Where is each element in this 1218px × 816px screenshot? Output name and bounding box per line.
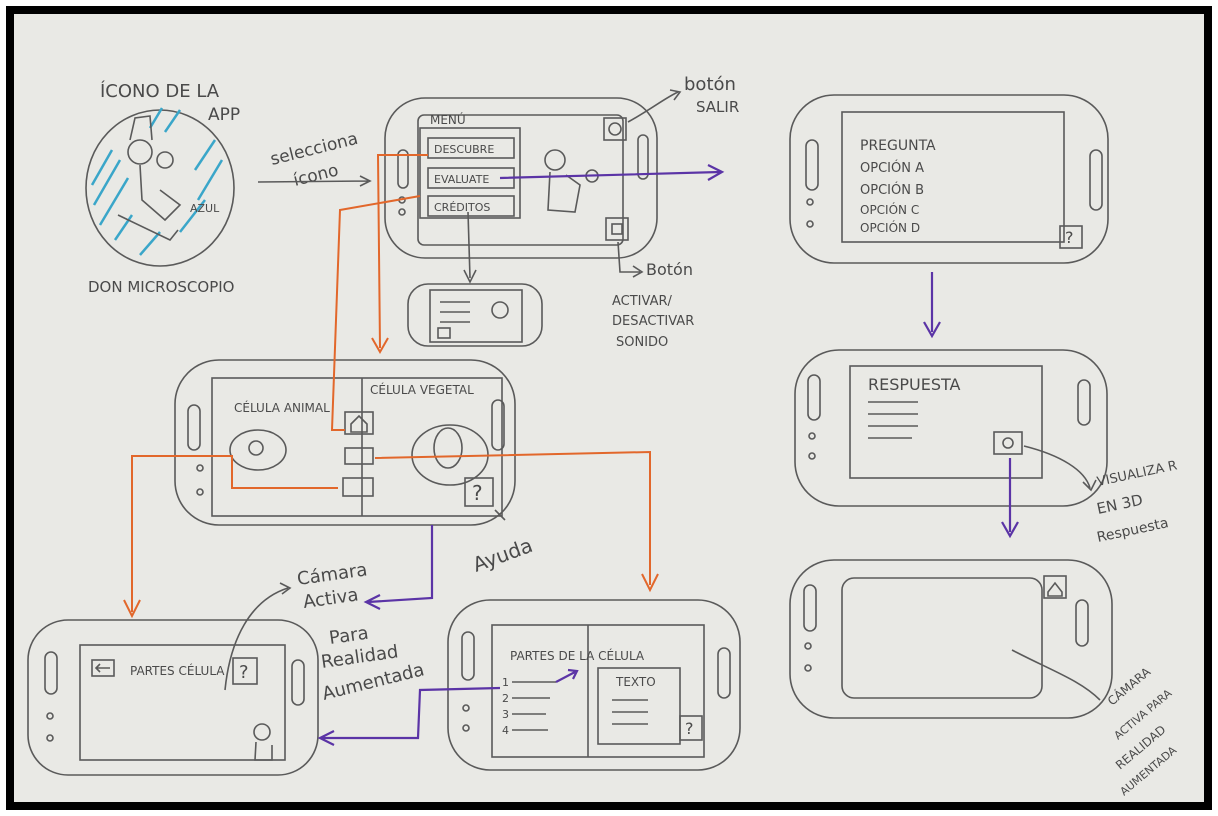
svg-text:?: ? (1065, 228, 1074, 247)
microscope-mascot-icon (117, 115, 182, 241)
view3d-note-line1: VISUALIZA R (1096, 458, 1179, 490)
app-icon-group: ÍCONO DE LA APP AZUL DON MICROSCOPIO (85, 80, 240, 296)
mascot-icon-small (253, 723, 273, 761)
svg-text:?: ? (472, 481, 483, 505)
ar-camera-screen: PARTES CÉLULA ? (27, 619, 319, 776)
purple-flow-arrows (317, 164, 725, 746)
cell-parts-screen: PARTES DE LA CÉLULA 1 2 3 4 TEXTO ? (447, 599, 741, 771)
svg-text:CRÉDITOS: CRÉDITOS (434, 201, 490, 214)
orange-flow-arrows (123, 154, 659, 619)
app-icon-circle (85, 109, 235, 267)
help-button[interactable]: ? (464, 477, 494, 507)
quiz-option-a[interactable]: OPCIÓN A (860, 160, 924, 176)
svg-text:?: ? (685, 719, 694, 738)
ar-help-button[interactable]: ? (232, 657, 258, 685)
back-button[interactable] (91, 659, 115, 677)
ar-screen-title: PARTES CÉLULA (130, 663, 225, 678)
menu-screen: MENÚ DESCUBRE EVALUATE CRÉDITOS (384, 97, 658, 259)
svg-text:DESCUBRE: DESCUBRE (434, 143, 494, 156)
select-arrow (257, 175, 372, 187)
home-icon (437, 327, 451, 339)
camera-note-line1: Cámara (296, 559, 369, 590)
text-box-label: TEXTO (615, 675, 656, 689)
sound-toggle-button[interactable] (605, 217, 629, 241)
part-number-4: 4 (502, 724, 509, 737)
camera-note-arrow (224, 582, 292, 691)
home-button[interactable] (344, 411, 374, 435)
answer-title: RESPUESTA (868, 375, 961, 394)
part-number-3: 3 (502, 708, 509, 721)
ar-3d-screen (789, 559, 1113, 719)
ar-camera-button[interactable] (342, 477, 374, 497)
help-note: Ayuda (470, 533, 536, 577)
svg-text:?: ? (239, 662, 249, 683)
sound-note-line4: SONIDO (616, 335, 668, 350)
credits-screen (407, 283, 543, 347)
power-icon (608, 122, 622, 136)
sound-note-line2: ACTIVAR/ (612, 294, 673, 309)
sound-note-line1: Botón (646, 260, 693, 279)
text-box (597, 667, 681, 745)
app-icon-title-2: APP (208, 105, 240, 125)
app-icon-caption: DON MICROSCOPIO (88, 278, 235, 296)
plant-cell-label: CÉLULA VEGETAL (370, 382, 474, 397)
quiz-question: PREGUNTA (860, 138, 936, 154)
answer-screen: RESPUESTA (794, 349, 1108, 507)
quiz-screen: PREGUNTA OPCIÓN A OPCIÓN B OPCIÓN C OPCI… (789, 94, 1109, 264)
quiz-help-button[interactable]: ? (1059, 225, 1083, 249)
camera-note-line3: Para (328, 623, 370, 649)
house-icon (1047, 581, 1063, 597)
menu-item-descubre[interactable]: DESCUBRE (427, 137, 515, 159)
camera-note-line2: Activa (302, 584, 360, 613)
menu-item-creditos[interactable]: CRÉDITOS (427, 195, 515, 217)
view3d-note-line3: Respuesta (1096, 515, 1170, 546)
animal-cell-icon (229, 429, 287, 471)
azul-note: AZUL (190, 202, 220, 215)
discover-screen: CÉLULA ANIMAL CÉLULA VEGETAL ? (174, 359, 516, 526)
part-number-1: 1 (502, 676, 509, 689)
mascot-icon (544, 149, 599, 213)
view3d-note-arrow (1023, 445, 1097, 492)
exit-note-line2: SALIR (696, 98, 739, 116)
exit-note-line1: botón (684, 74, 736, 95)
hatch-lines (90, 107, 224, 256)
select-icon-label-2: ícono (291, 160, 340, 190)
ar-home-button[interactable] (1043, 575, 1067, 599)
quiz-option-b[interactable]: OPCIÓN B (860, 182, 924, 198)
book-button[interactable] (344, 447, 374, 465)
phone-screen (417, 114, 624, 246)
animal-cell-label: CÉLULA ANIMAL (234, 400, 330, 415)
parts-help-button[interactable]: ? (679, 715, 703, 741)
speaker-icon (611, 223, 623, 235)
cell-parts-title: PARTES DE LA CÉLULA (510, 648, 645, 663)
menu-title: MENÚ (430, 112, 466, 127)
view3d-note-line2: EN 3D (1095, 491, 1144, 518)
quiz-option-c[interactable]: OPCIÓN C (860, 202, 919, 217)
arrow-left-icon (94, 663, 110, 673)
camera3d-note-arrow (1011, 649, 1101, 701)
house-icon (350, 414, 368, 433)
quiz-option-d[interactable]: OPCIÓN D (860, 220, 920, 235)
eye-icon (1002, 437, 1014, 449)
view-3d-button[interactable] (993, 431, 1023, 455)
phone-body (384, 97, 658, 259)
exit-note-arrow (627, 89, 682, 123)
app-icon-title: ÍCONO DE LA (100, 80, 220, 102)
svg-text:EVALUATE: EVALUATE (434, 173, 489, 186)
exit-button[interactable] (603, 117, 627, 141)
sound-note-arrow (617, 241, 644, 278)
sound-note-line3: DESACTIVAR (612, 314, 694, 329)
part-number-2: 2 (502, 692, 509, 705)
select-icon-label: selecciona (268, 129, 360, 170)
